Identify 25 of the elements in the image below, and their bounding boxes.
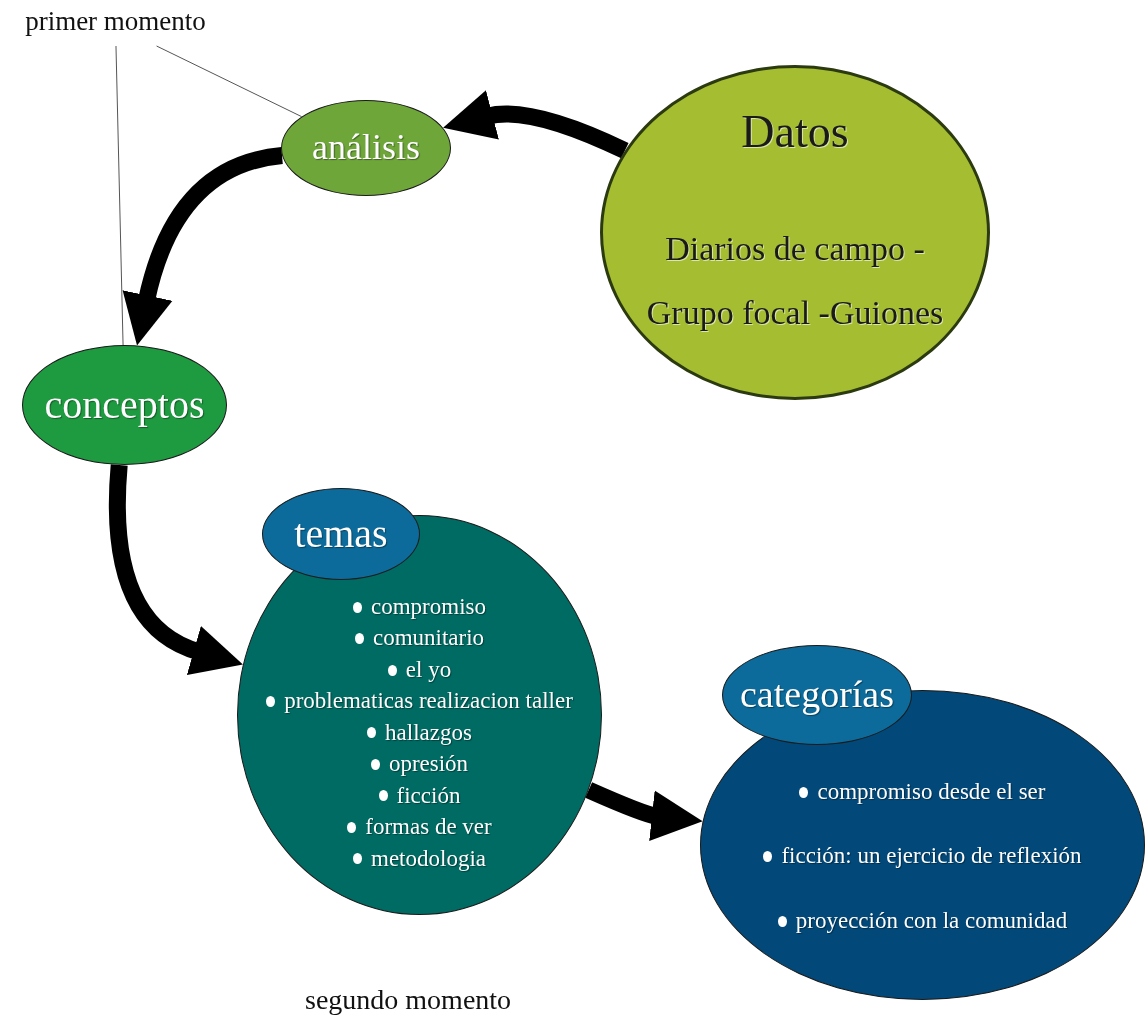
leader-line xyxy=(156,45,303,118)
list-item: problematicas realizacion taller xyxy=(284,688,573,715)
node-label: conceptos xyxy=(44,382,205,428)
list-item: hallazgos xyxy=(385,719,472,747)
list-item: ficción xyxy=(396,782,461,810)
body-text: Diarios de campo - Grupo focal -Guiones xyxy=(645,228,945,333)
note-text: primer momento xyxy=(25,6,206,38)
leader-line xyxy=(115,45,124,346)
node-label: análisis xyxy=(312,127,420,169)
list-item: proyección con la comunidad xyxy=(795,907,1068,935)
node-label: temas xyxy=(294,511,388,557)
arrow xyxy=(108,464,242,675)
heading: Datos xyxy=(741,106,849,159)
list-item: opresión xyxy=(388,751,469,778)
caption-text: segundo momento xyxy=(305,984,512,1016)
list-item: compromiso desde el ser xyxy=(817,779,1046,806)
list-item: el yo xyxy=(405,656,452,684)
list-item: ficción: un ejercicio de reflexión xyxy=(781,843,1082,870)
list-item: compromiso xyxy=(371,594,486,621)
arrow xyxy=(442,90,629,159)
list-item: comunitario xyxy=(372,625,485,652)
list-item: formas de ver xyxy=(365,814,492,841)
list-item: metodologia xyxy=(371,845,486,872)
arrow xyxy=(122,147,284,346)
node-label: categorías xyxy=(740,673,894,717)
